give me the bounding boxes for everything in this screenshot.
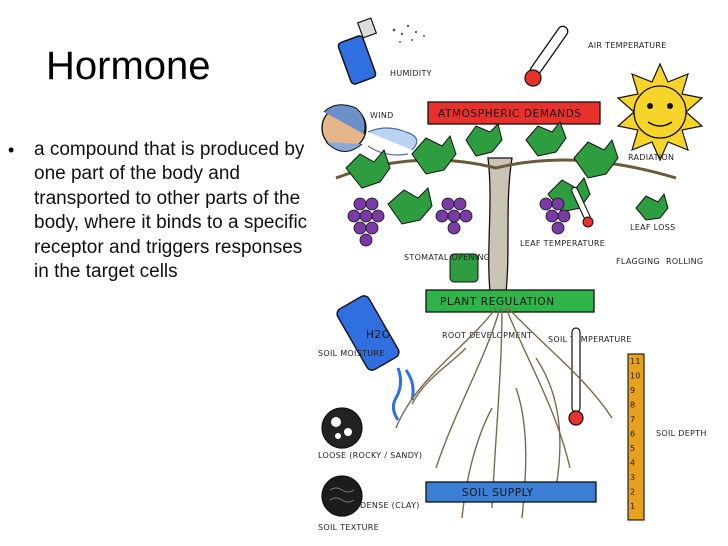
spray-bottle-icon bbox=[337, 17, 425, 85]
ruler-tick-label: 5 bbox=[630, 444, 635, 453]
label-soil-texture: SOIL TEXTURE bbox=[318, 523, 379, 532]
leaf-thermometer-icon bbox=[571, 186, 594, 228]
label-loose-soil: LOOSE (ROCKY / SANDY) bbox=[318, 451, 422, 460]
loose-soil-icon bbox=[321, 407, 363, 449]
label-wind: WIND bbox=[370, 111, 394, 120]
label-rolling: ROLLING bbox=[666, 257, 703, 266]
label-stomata-opening: STOMATAL OPENING bbox=[404, 253, 490, 262]
ruler-tick-label: 3 bbox=[630, 473, 635, 482]
label-radiation: RADIATION bbox=[628, 153, 674, 162]
soil-supply-banner bbox=[425, 481, 597, 503]
label-root-development: ROOT DEVELOPMENT bbox=[442, 331, 532, 340]
ruler-tick-label: 4 bbox=[630, 459, 635, 468]
label-dense-soil: DENSE (CLAY) bbox=[360, 501, 420, 510]
ruler-tick-label: 8 bbox=[630, 401, 635, 410]
ruler-tick-label: 10 bbox=[630, 372, 641, 381]
plant-regulation-banner bbox=[425, 289, 595, 313]
label-soil-temperature: SOIL TEMPERATURE bbox=[548, 335, 632, 344]
label-plant-regulation: PLANT REGULATION bbox=[440, 296, 555, 308]
ruler-ticks: 11 10 9 8 7 6 5 4 3 2 1 bbox=[630, 357, 641, 511]
vine-trunk bbox=[487, 157, 513, 309]
plant-environment-diagram: HUMIDITY AIR TEMPERATURE WIND ATMOSPHERI… bbox=[318, 17, 707, 532]
label-soil-supply: SOIL SUPPLY bbox=[462, 487, 534, 499]
label-humidity: HUMIDITY bbox=[390, 69, 432, 78]
bullet-list: • a compound that is produced by one par… bbox=[8, 138, 316, 284]
label-soil-depth: SOIL DEPTH bbox=[656, 429, 707, 438]
label-leaf-temperature: LEAF TEMPERATURE bbox=[520, 239, 605, 248]
wind-face-icon bbox=[321, 104, 418, 156]
soil-depth-ruler bbox=[627, 353, 645, 521]
ruler-tick-label: 6 bbox=[630, 430, 635, 439]
label-leaf-loss: LEAF LOSS bbox=[630, 223, 675, 232]
ruler-tick-label: 7 bbox=[630, 415, 635, 424]
air-thermometer-icon bbox=[524, 25, 569, 87]
label-water: H2O bbox=[366, 329, 391, 341]
stomata-icon bbox=[449, 253, 479, 283]
bullet-marker: • bbox=[8, 140, 15, 160]
label-atmospheric-demands: ATMOSPHERIC DEMANDS bbox=[438, 108, 582, 120]
ruler-tick-label: 1 bbox=[630, 502, 635, 511]
dense-soil-icon bbox=[321, 475, 363, 517]
grape-clusters bbox=[347, 197, 571, 247]
label-soil-moisture: SOIL MOISTURE bbox=[318, 349, 385, 358]
slide-title: Hormone bbox=[46, 44, 211, 88]
atmospheric-demands-banner bbox=[427, 101, 601, 125]
ruler-tick-label: 9 bbox=[630, 386, 635, 395]
roots bbox=[395, 307, 613, 519]
ruler-tick-label: 2 bbox=[630, 488, 635, 497]
label-air-temperature: AIR TEMPERATURE bbox=[588, 41, 667, 50]
label-flagging: FLAGGING bbox=[616, 257, 660, 266]
bullet-text: a compound that is produced by one part … bbox=[34, 139, 308, 283]
vine-leaves bbox=[345, 121, 669, 225]
ruler-tick-label: 11 bbox=[630, 357, 641, 366]
sun-icon bbox=[616, 62, 704, 162]
